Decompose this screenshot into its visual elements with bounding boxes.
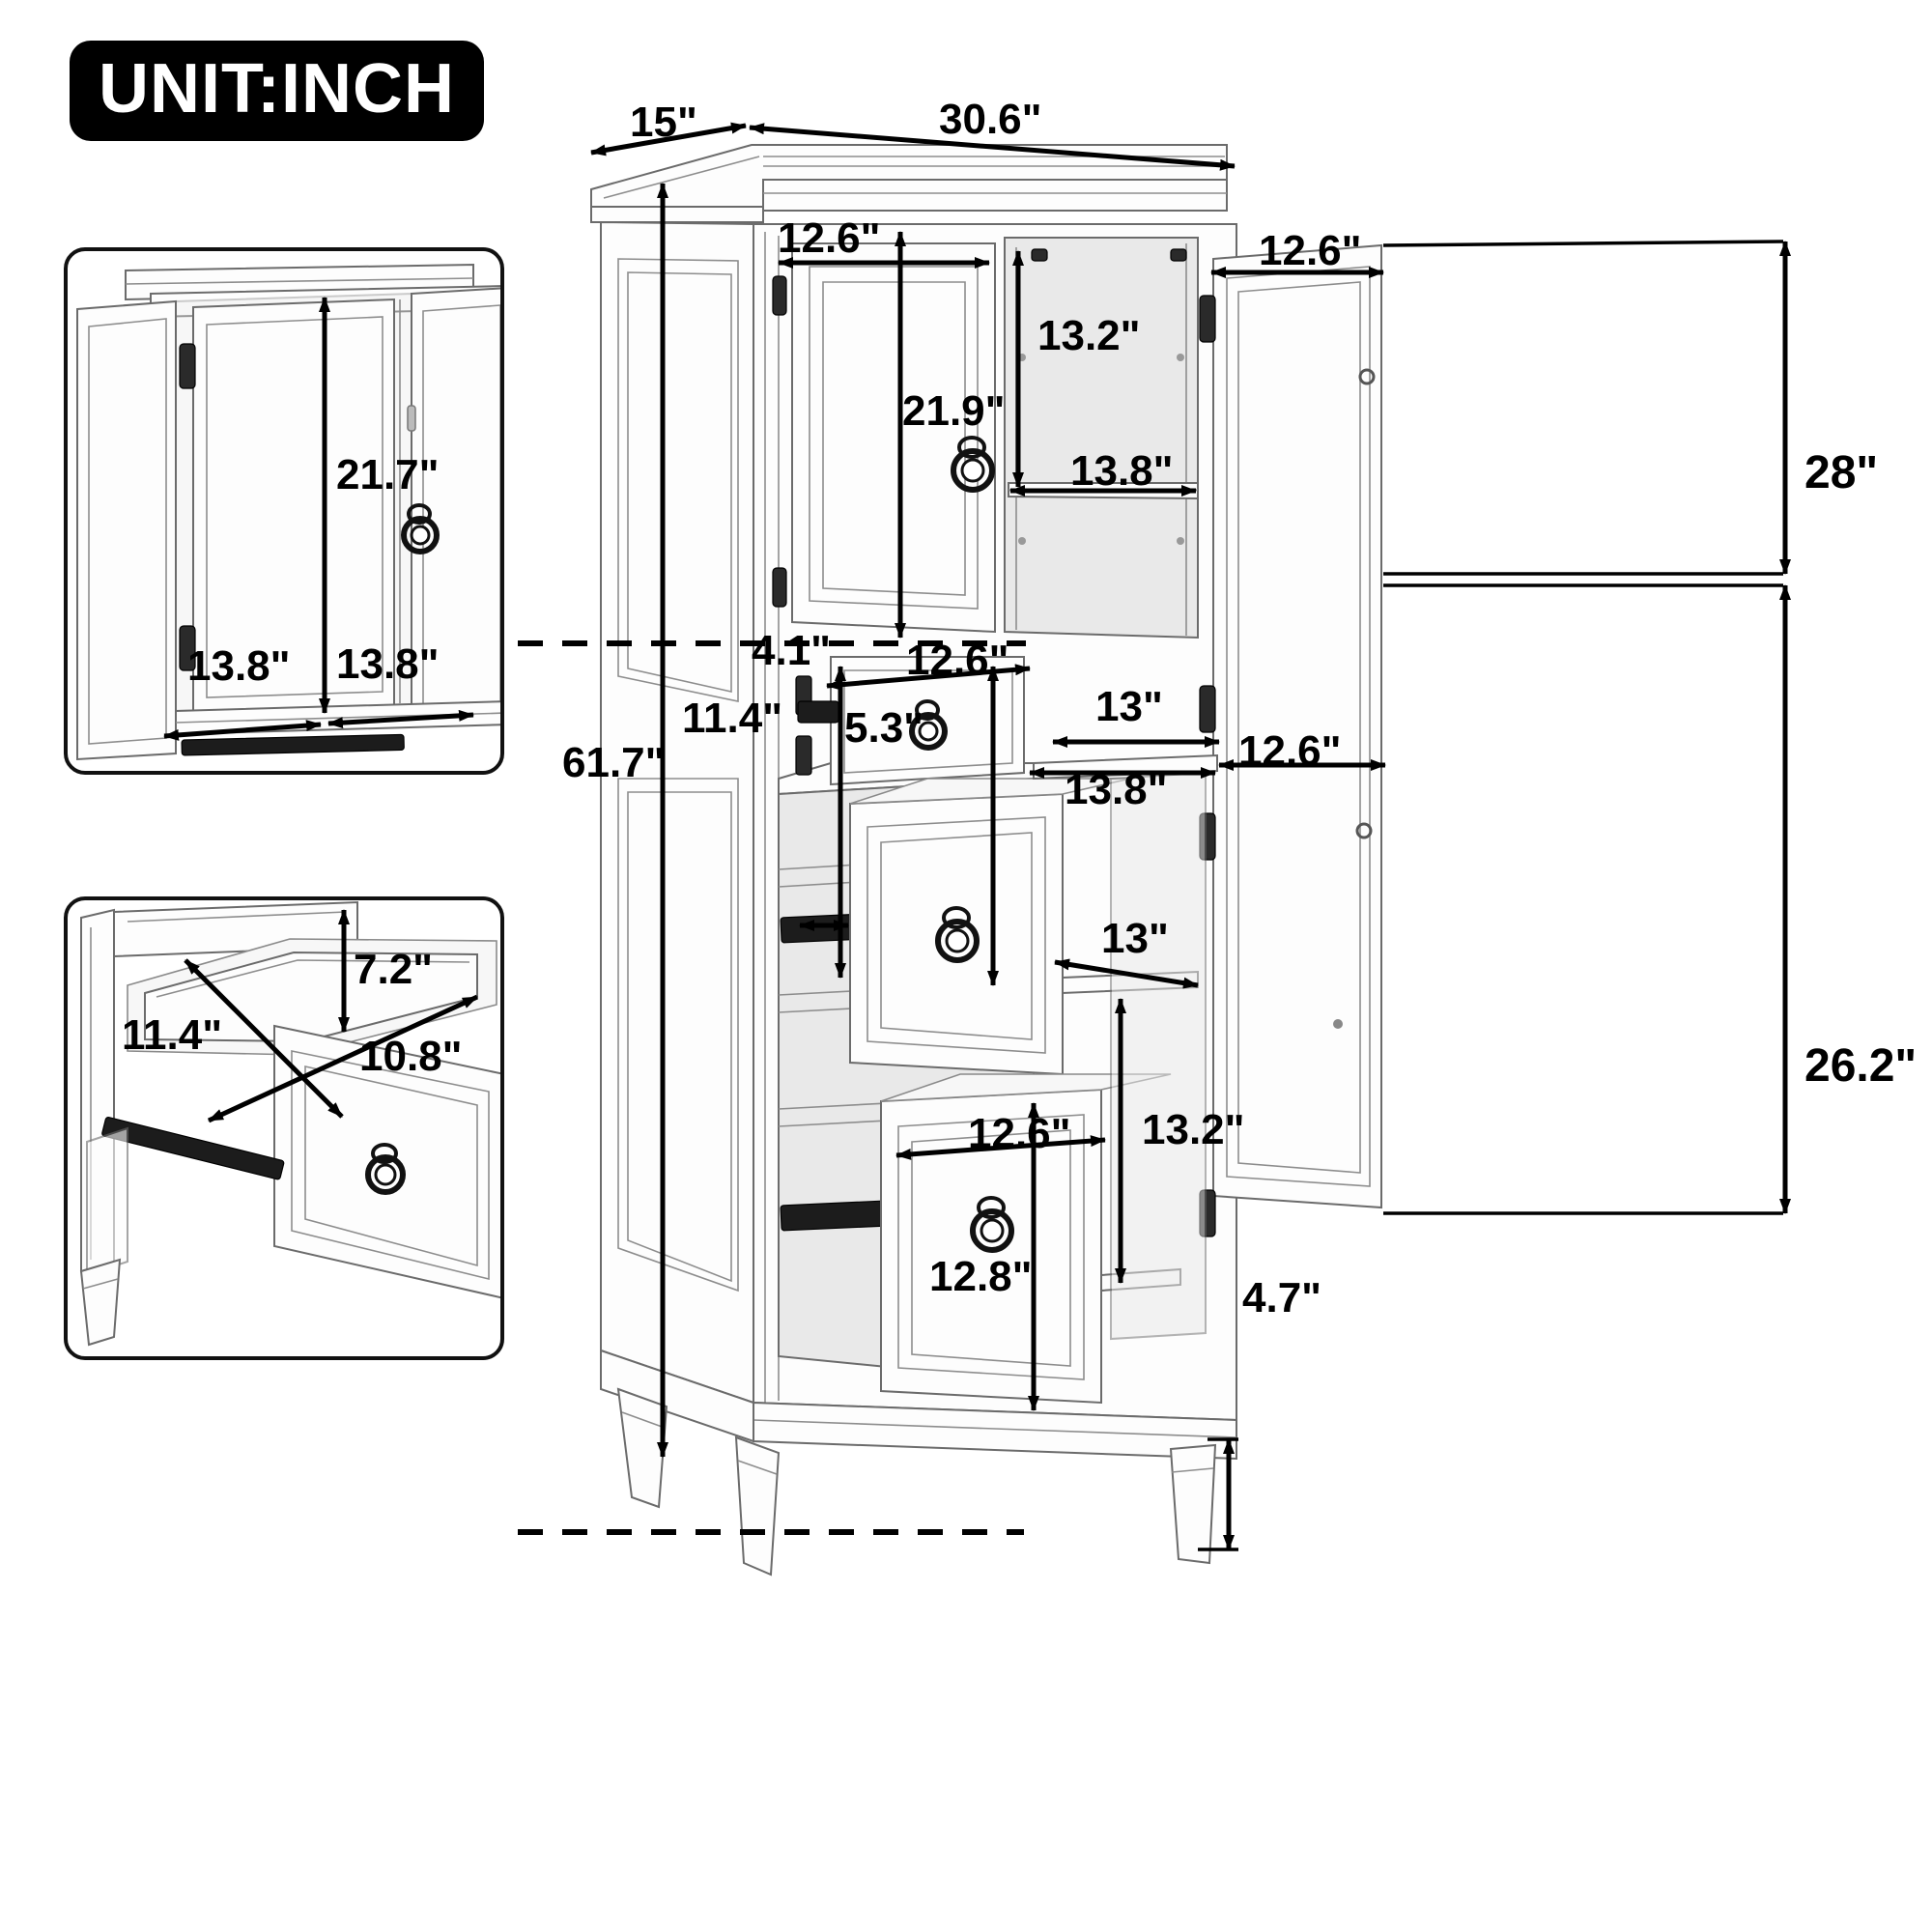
dim-inset2-depth: 7.2" [354, 946, 434, 993]
dim-overall-h: 61.7" [562, 739, 666, 786]
dim-lower-door-w: 12.6" [1238, 727, 1342, 775]
ring-pull-handle-icon [935, 906, 980, 963]
dim-upper-section-h: 28" [1804, 447, 1879, 498]
dim-lower-section-h: 26.2" [1804, 1040, 1918, 1092]
ring-pull-handle-icon [365, 1143, 406, 1195]
dim-leg-h: 4.7" [1242, 1274, 1322, 1321]
dim-upper-door-w2: 12.6" [1259, 227, 1362, 274]
drawer-slide-icon [797, 700, 839, 724]
inset-upper-doors: 21.7" 13.8" 13.8" [64, 247, 504, 775]
dim-upper-door-w: 12.6" [778, 214, 881, 262]
ring-pull-handle-icon [951, 436, 995, 493]
unit-badge: UNIT:INCH [70, 41, 484, 141]
dim-shelf-depth-2: 13" [1101, 915, 1169, 962]
dim-upper-door-h: 21.9" [902, 387, 1006, 435]
leg [1169, 1443, 1217, 1565]
arrow-inset1-right-w [327, 709, 474, 729]
hinge-icon [772, 275, 787, 316]
arrow-inset1-left-w [163, 720, 322, 741]
inset-upper-doors-art [76, 263, 500, 761]
leg [616, 1387, 668, 1509]
hinge-icon [179, 625, 196, 671]
dim-drawer-w-top: 12.6" [906, 637, 1009, 684]
dim-inset1-door-h: 21.7" [336, 451, 440, 498]
inset-open-drawer: 7.2" 11.4" 10.8" [64, 896, 504, 1360]
dim-bottom-drawer-w: 12.6" [968, 1110, 1071, 1157]
inset-open-drawer-art [79, 900, 500, 1347]
arrow-inset2-len [207, 994, 479, 1123]
hinge-icon [179, 343, 196, 389]
dim-upper-shelf-w: 13.8" [1070, 447, 1174, 495]
hinge-icon [772, 567, 787, 608]
dim-width-top: 30.6" [939, 96, 1042, 143]
drawer-slide-icon [181, 733, 405, 756]
dim-bottom-door-h: 13.2" [1142, 1106, 1245, 1153]
dim-inset1-right-w: 13.8" [336, 640, 440, 688]
ring-pull-handle-icon [970, 1196, 1014, 1253]
dim-lower-shelf-w: 13.8" [1065, 766, 1168, 813]
ring-pull-handle-icon [401, 503, 440, 554]
leg [79, 1258, 122, 1347]
dim-upper-shelf-h: 13.2" [1037, 312, 1141, 359]
dim-shelf-depth-1: 13" [1095, 683, 1163, 730]
ring-pull-handle-icon [909, 699, 948, 751]
dim-bottom-drawer-h: 12.8" [929, 1253, 1033, 1300]
leg [734, 1435, 781, 1577]
dim-inset1-left-w: 13.8" [187, 642, 291, 690]
dim-inset2-width: 11.4" [122, 1011, 223, 1059]
hinge-icon [1199, 685, 1216, 733]
dim-drawer-gap: 4.1" [752, 627, 832, 674]
dim-inset2-len: 10.8" [359, 1033, 463, 1080]
dim-slide-thk: 5.3" [844, 704, 924, 752]
hinge-icon [1199, 295, 1216, 343]
dim-slide-depth: 11.4" [682, 695, 783, 742]
drawer-slide-icon [101, 1117, 285, 1180]
dim-depth-top: 15" [630, 99, 697, 146]
